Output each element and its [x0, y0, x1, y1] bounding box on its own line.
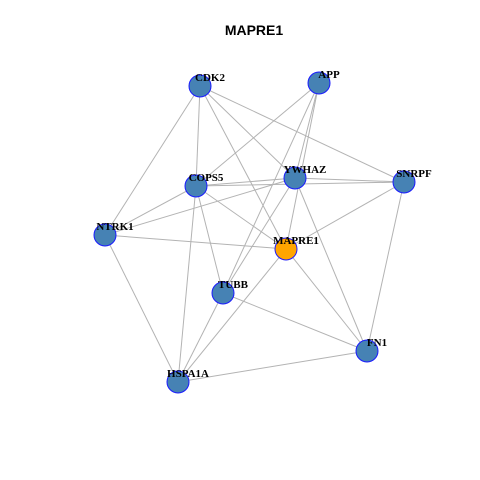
edge-ywhaz-fn1 — [294, 177, 368, 352]
edge-app-cops5 — [195, 82, 320, 187]
edge-ntrk1-mapre1 — [104, 234, 287, 250]
edge-tubb-hspa1a — [177, 292, 224, 383]
edge-ywhaz-cops5 — [195, 177, 296, 187]
edge-snrpf-fn1 — [366, 181, 405, 352]
edge-ywhaz-ntrk1 — [104, 177, 296, 236]
edge-cdk2-snrpf — [199, 85, 405, 183]
edge-ntrk1-hspa1a — [104, 234, 179, 383]
node-fn1[interactable] — [355, 339, 379, 363]
node-label-mapre1: MAPRE1 — [273, 235, 319, 247]
edge-mapre1-hspa1a — [177, 248, 287, 383]
edge-fn1-hspa1a — [177, 350, 368, 383]
edge-cdk2-mapre1 — [199, 85, 287, 250]
edge-cdk2-ywhaz — [199, 85, 296, 179]
node-label-snrpf: SNRPF — [396, 168, 432, 180]
edge-mapre1-fn1 — [285, 248, 368, 352]
node-mapre1[interactable] — [274, 237, 298, 261]
diagram-title: MAPRE1 — [225, 22, 284, 38]
node-label-hspa1a: HSPA1A — [167, 368, 209, 380]
node-label-ywhaz: YWHAZ — [284, 164, 327, 176]
node-layer — [93, 71, 416, 394]
edge-app-tubb — [222, 82, 320, 294]
node-hspa1a[interactable] — [166, 370, 190, 394]
node-app[interactable] — [307, 71, 331, 95]
edge-cops5-mapre1 — [195, 185, 287, 250]
edge-snrpf-mapre1 — [285, 181, 405, 250]
node-tubb[interactable] — [211, 281, 235, 305]
edge-cops5-tubb — [195, 185, 224, 294]
node-label-cops5: COPS5 — [189, 172, 224, 184]
edge-cdk2-ntrk1 — [104, 85, 201, 236]
node-ywhaz[interactable] — [283, 166, 307, 190]
node-label-ntrk1: NTRK1 — [96, 221, 133, 233]
node-ntrk1[interactable] — [93, 223, 117, 247]
edge-ywhaz-tubb — [222, 177, 296, 294]
node-label-tubb: TUBB — [218, 279, 249, 291]
node-snrpf[interactable] — [392, 170, 416, 194]
edge-cops5-ntrk1 — [104, 185, 197, 236]
edge-cops5-hspa1a — [177, 185, 197, 383]
node-label-fn1: FN1 — [367, 337, 387, 349]
node-cdk2[interactable] — [188, 74, 212, 98]
edge-ywhaz-snrpf — [294, 177, 405, 183]
node-label-app: APP — [318, 69, 340, 81]
edge-layer — [104, 82, 405, 383]
edge-app-mapre1 — [285, 82, 320, 250]
node-label-cdk2: CDK2 — [195, 72, 225, 84]
node-cops5[interactable] — [184, 174, 208, 198]
edge-tubb-fn1 — [222, 292, 368, 352]
edge-cdk2-cops5 — [195, 85, 201, 187]
edge-app-ywhaz — [294, 82, 320, 179]
